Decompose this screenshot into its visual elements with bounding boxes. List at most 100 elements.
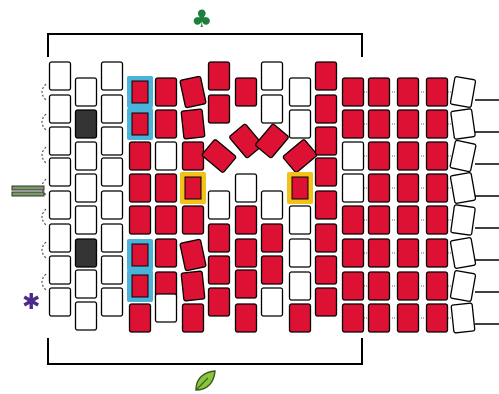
tile-red[interactable] <box>181 271 205 301</box>
tile-white[interactable] <box>50 62 71 90</box>
tile-white[interactable] <box>50 224 71 252</box>
tile-blue[interactable] <box>127 76 153 108</box>
tile-red[interactable] <box>209 95 230 123</box>
tile-red[interactable] <box>343 78 364 106</box>
tile-white[interactable] <box>450 76 476 107</box>
tile-red[interactable] <box>427 272 448 300</box>
tile-red[interactable] <box>236 304 257 332</box>
tile-red[interactable] <box>427 78 448 106</box>
tile-dark[interactable] <box>76 110 97 138</box>
tile-red[interactable] <box>369 239 390 267</box>
tile-white[interactable] <box>290 239 311 267</box>
tile-white[interactable] <box>450 140 476 172</box>
tile-white[interactable] <box>156 294 177 322</box>
tile-red[interactable] <box>180 76 206 108</box>
tile-white[interactable] <box>262 95 283 123</box>
tile-red[interactable] <box>209 256 230 284</box>
tile-dark[interactable] <box>76 239 97 267</box>
tile-red[interactable] <box>369 174 390 202</box>
tile-red[interactable] <box>316 191 337 219</box>
tile-white[interactable] <box>102 256 123 284</box>
tile-red[interactable] <box>130 174 151 202</box>
tile-white[interactable] <box>102 127 123 155</box>
tile-white[interactable] <box>451 109 476 140</box>
tile-red[interactable] <box>343 304 364 332</box>
tile-white[interactable] <box>451 303 475 333</box>
tile-red[interactable] <box>369 142 390 170</box>
tile-blue[interactable] <box>127 270 153 302</box>
tile-red[interactable] <box>209 288 230 316</box>
asterisk-icon[interactable]: ✱ <box>22 292 40 314</box>
tile-white[interactable] <box>50 127 71 155</box>
tile-red[interactable] <box>369 206 390 234</box>
tile-red[interactable] <box>130 142 151 170</box>
tile-red[interactable] <box>180 239 206 271</box>
tile-red[interactable] <box>427 110 448 138</box>
tile-white[interactable] <box>290 272 311 300</box>
tile-red[interactable] <box>369 272 390 300</box>
tile-red[interactable] <box>236 239 257 267</box>
tile-red[interactable] <box>209 224 230 252</box>
tile-red[interactable] <box>316 224 337 252</box>
tile-red[interactable] <box>398 206 419 234</box>
tile-yellow[interactable] <box>180 172 206 204</box>
clover-icon[interactable]: ♣ <box>191 7 213 31</box>
left-connector[interactable] <box>12 186 44 196</box>
tile-white[interactable] <box>76 302 97 330</box>
tile-white[interactable] <box>76 206 97 234</box>
tile-white[interactable] <box>262 288 283 316</box>
tile-white[interactable] <box>102 191 123 219</box>
tile-red[interactable] <box>130 206 151 234</box>
tile-red[interactable] <box>202 139 237 173</box>
tile-white[interactable] <box>76 270 97 298</box>
tile-red[interactable] <box>398 174 419 202</box>
tile-red[interactable] <box>183 206 204 234</box>
tile-red[interactable] <box>255 124 289 159</box>
tile-red[interactable] <box>156 206 177 234</box>
tile-white[interactable] <box>102 288 123 316</box>
tile-red[interactable] <box>316 256 337 284</box>
tile-red[interactable] <box>156 78 177 106</box>
tile-red[interactable] <box>343 239 364 267</box>
tile-white[interactable] <box>50 191 71 219</box>
leaf-icon[interactable] <box>192 368 218 394</box>
tile-red[interactable] <box>130 304 151 332</box>
tile-white[interactable] <box>102 158 123 186</box>
tile-white[interactable] <box>102 62 123 90</box>
tile-red[interactable] <box>398 272 419 300</box>
tile-red[interactable] <box>427 206 448 234</box>
tile-red[interactable] <box>398 110 419 138</box>
tile-red[interactable] <box>316 95 337 123</box>
tile-red[interactable] <box>398 78 419 106</box>
tile-white[interactable] <box>50 288 71 316</box>
tile-red[interactable] <box>236 78 257 106</box>
tile-red[interactable] <box>236 270 257 298</box>
tile-white[interactable] <box>156 142 177 170</box>
tile-red[interactable] <box>398 142 419 170</box>
tile-red[interactable] <box>181 109 205 139</box>
tile-white[interactable] <box>450 172 476 203</box>
tile-red[interactable] <box>236 206 257 234</box>
tile-yellow[interactable] <box>287 172 313 204</box>
tile-white[interactable] <box>50 158 71 186</box>
tile-white[interactable] <box>290 206 311 234</box>
tile-white[interactable] <box>102 95 123 123</box>
tile-white[interactable] <box>450 270 476 301</box>
tile-red[interactable] <box>316 158 337 186</box>
tile-blue[interactable] <box>127 108 153 140</box>
tile-red[interactable] <box>427 142 448 170</box>
tile-red[interactable] <box>343 110 364 138</box>
tile-white[interactable] <box>50 256 71 284</box>
tile-white[interactable] <box>262 191 283 219</box>
tile-red[interactable] <box>369 78 390 106</box>
tile-red[interactable] <box>262 224 283 252</box>
tile-white[interactable] <box>102 224 123 252</box>
tile-red[interactable] <box>156 110 177 138</box>
tile-red[interactable] <box>398 239 419 267</box>
tile-white[interactable] <box>343 174 364 202</box>
tile-red[interactable] <box>156 174 177 202</box>
tile-white[interactable] <box>290 110 311 138</box>
tile-blue[interactable] <box>127 239 153 271</box>
tile-red[interactable] <box>343 272 364 300</box>
tile-red[interactable] <box>183 304 204 332</box>
